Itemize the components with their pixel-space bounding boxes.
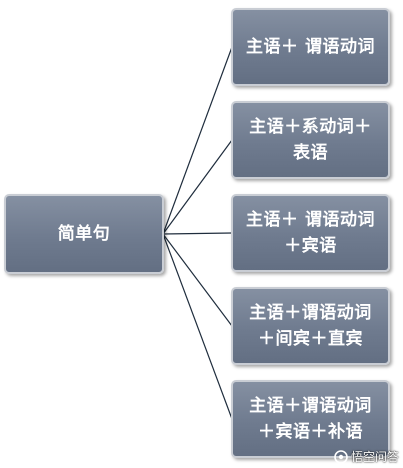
connector-line-0 xyxy=(162,46,233,235)
connector-line-3 xyxy=(162,233,233,327)
child-node-line: 主语＋系动词＋ xyxy=(249,117,372,137)
child-node-double-object: 主语＋谓语动词 ＋间宾＋直宾 xyxy=(231,287,390,365)
connector-line-2 xyxy=(162,232,233,235)
watermark: 悟空问答 xyxy=(334,448,399,465)
root-node-label: 简单句 xyxy=(57,224,111,244)
child-node-verb-object: 主语＋ 谓语动词 ＋宾语 xyxy=(231,194,390,272)
child-node-line: 表语 xyxy=(293,143,328,163)
child-node-line: 主语＋谓语动词 xyxy=(249,396,372,416)
child-node-line: 主语＋ 谓语动词 xyxy=(246,37,375,57)
child-node-svo-basic: 主语＋ 谓语动词 xyxy=(231,8,390,86)
child-node-object-complement: 主语＋谓语动词 ＋宾语＋补语 xyxy=(231,380,390,458)
child-node-line: 主语＋谓语动词 xyxy=(249,303,372,323)
child-node-line: ＋宾语 xyxy=(284,236,337,256)
connector-line-1 xyxy=(162,139,233,235)
child-node-line: ＋间宾＋直宾 xyxy=(258,329,363,349)
child-node-linking-verb: 主语＋系动词＋ 表语 xyxy=(231,101,390,179)
root-node-simple-sentence: 简单句 xyxy=(4,194,164,274)
connector-line-4 xyxy=(162,233,233,420)
child-node-line: ＋宾语＋补语 xyxy=(258,422,363,442)
wukong-logo-icon xyxy=(334,449,348,464)
child-node-line: 主语＋ 谓语动词 xyxy=(246,210,375,230)
watermark-text: 悟空问答 xyxy=(350,450,399,464)
